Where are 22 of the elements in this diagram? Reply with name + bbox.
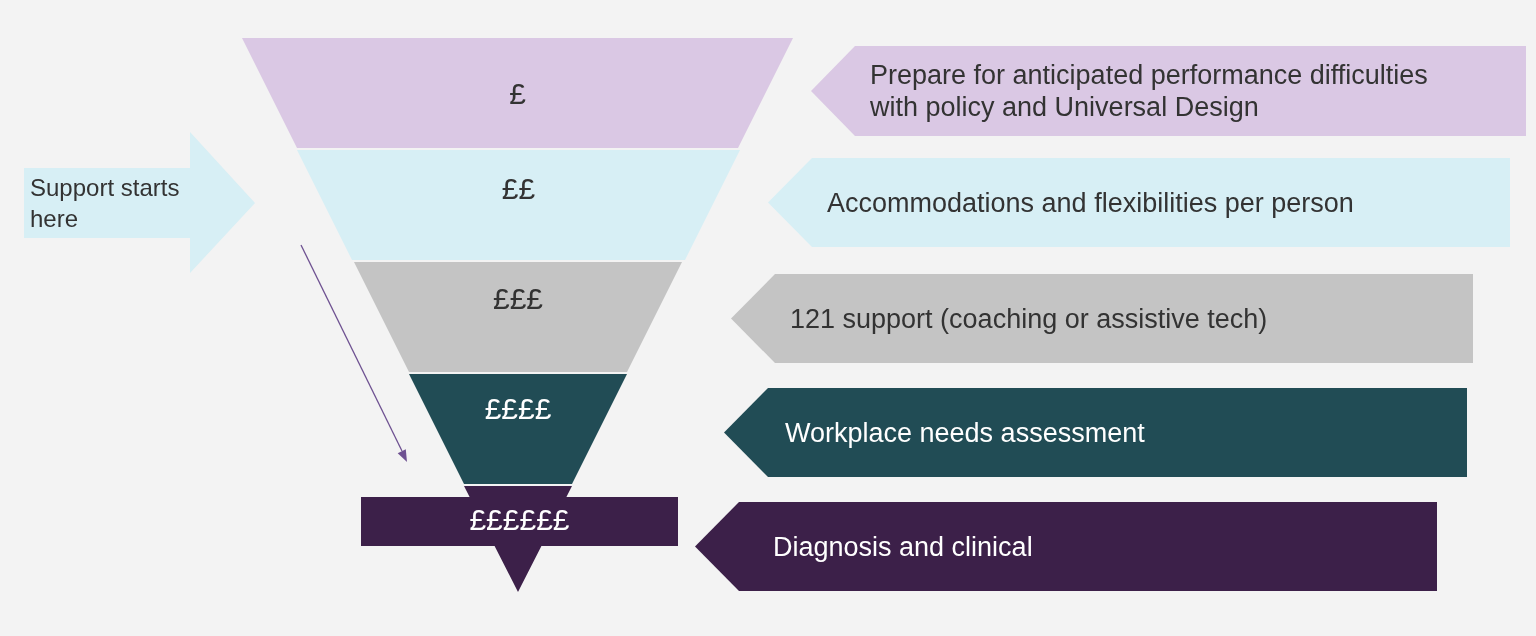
arrow-banner	[731, 274, 1473, 363]
arrow-banner	[768, 158, 1510, 247]
arrow-text: Support starts here	[30, 173, 181, 234]
start-arrow	[24, 132, 255, 273]
arrow-banner	[724, 388, 1467, 477]
banner-text: Prepare for anticipated performance difficulties with policy and Universal Design	[870, 59, 1429, 123]
funnel-layer	[409, 374, 627, 484]
cost-label: £££	[492, 281, 544, 317]
banner-text: Accommodations and flexibilities per person	[827, 186, 1354, 219]
funnel-layer	[242, 38, 793, 148]
arrow-banner	[695, 502, 1437, 591]
cost-label: ££££££	[469, 502, 570, 538]
banner-text: Diagnosis and clinical	[773, 530, 1033, 563]
arrow-banner	[811, 46, 1526, 136]
funnel-layer	[361, 486, 678, 592]
cost-label: ££££	[484, 391, 552, 427]
funnel-layer	[297, 150, 740, 260]
banner-text: 121 support (coaching or assistive tech)	[790, 302, 1268, 335]
cost-label: ££	[501, 171, 536, 207]
banner-text: Workplace needs assessment	[785, 416, 1145, 449]
funnel-layer	[354, 262, 682, 372]
cost-label: £	[509, 76, 526, 112]
